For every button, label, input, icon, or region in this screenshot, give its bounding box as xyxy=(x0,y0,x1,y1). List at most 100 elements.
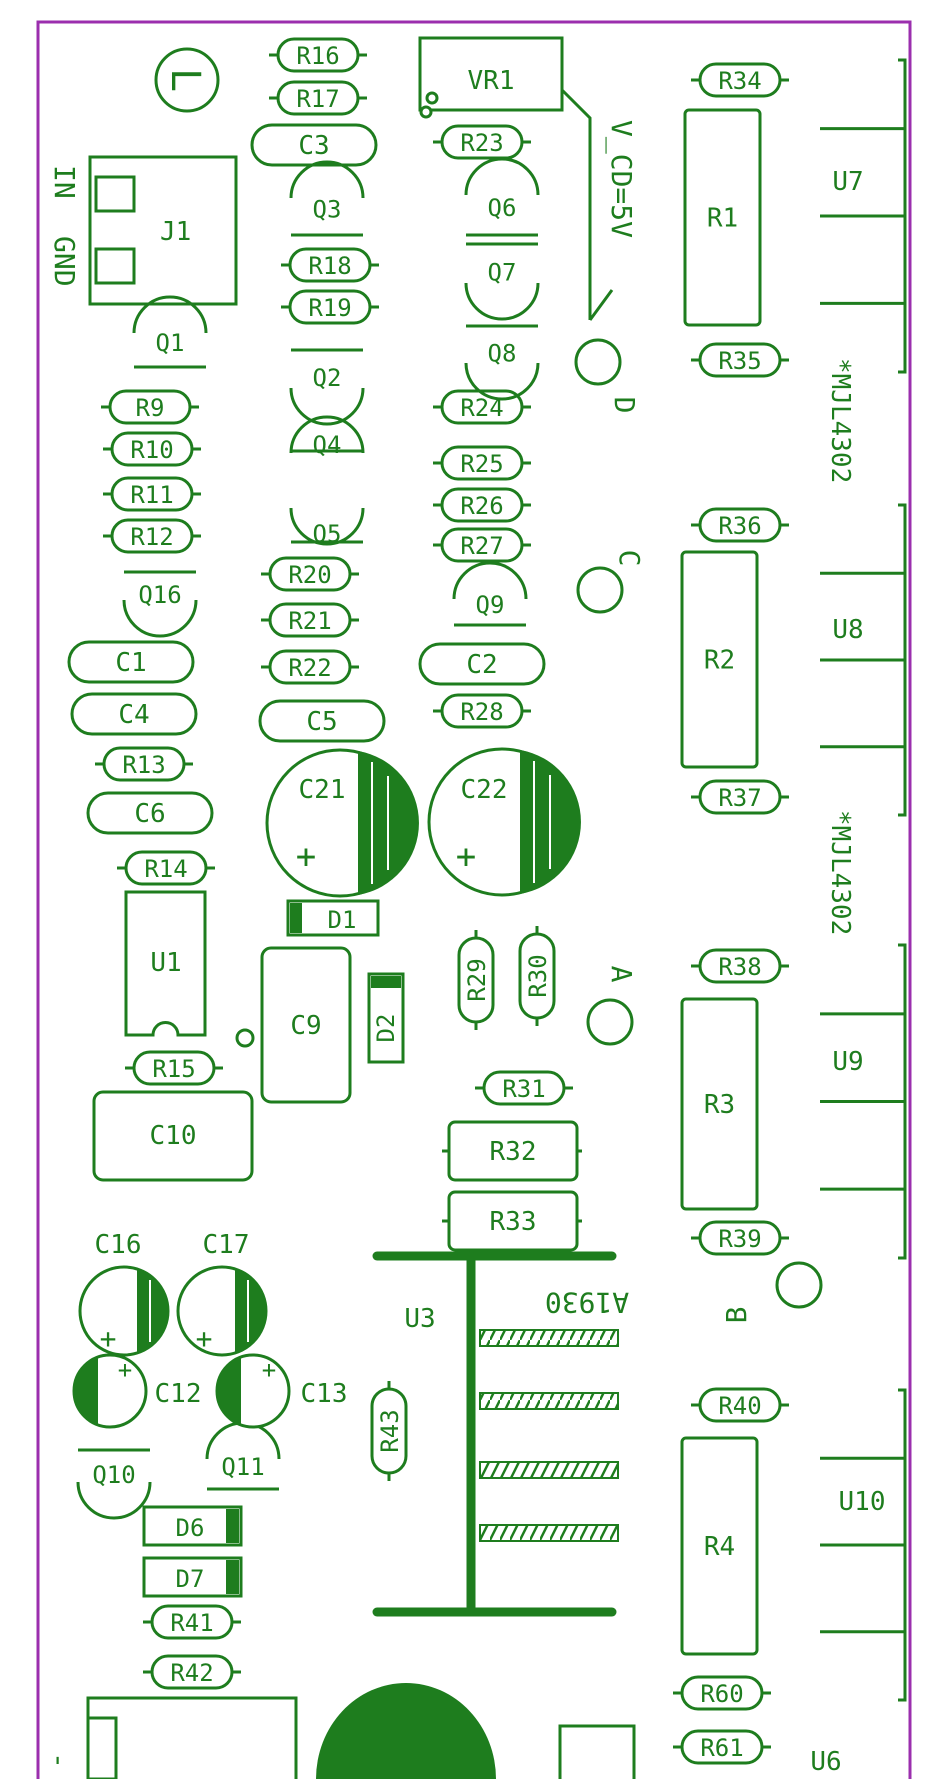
svg-text:C1: C1 xyxy=(115,648,146,678)
svg-text:R14: R14 xyxy=(144,855,187,883)
svg-text:U9: U9 xyxy=(832,1047,863,1077)
svg-text:R13: R13 xyxy=(122,751,165,779)
svg-text:+: + xyxy=(456,837,476,877)
resistor-r19: R19 xyxy=(281,289,379,325)
svg-text:R2: R2 xyxy=(704,646,735,676)
output-device-u9: U9 xyxy=(820,943,907,1260)
resistor-r32: R32 xyxy=(442,1120,582,1182)
svg-text:R22: R22 xyxy=(288,654,331,682)
ic-u1: U1 xyxy=(124,890,207,1037)
svg-text:U7: U7 xyxy=(832,167,863,197)
svg-text:R31: R31 xyxy=(502,1075,545,1103)
resistor-r61: R61 xyxy=(673,1729,771,1765)
output-device-u6: U6 xyxy=(810,1747,841,1777)
board-outline xyxy=(36,20,912,1779)
resistor-r33: R33 xyxy=(442,1190,582,1252)
svg-text:C21: C21 xyxy=(299,775,346,805)
svg-text:+: + xyxy=(118,1356,132,1384)
svg-text:+: + xyxy=(296,837,316,877)
test-point-b: B xyxy=(720,1261,823,1324)
resistor-r25: R25 xyxy=(433,445,531,481)
svg-text:C6: C6 xyxy=(134,799,165,829)
svg-text:R27: R27 xyxy=(460,532,503,560)
bottom-large-capacitor xyxy=(316,1683,496,1779)
svg-text:R28: R28 xyxy=(460,698,503,726)
resistor-r35: R35 xyxy=(691,342,789,378)
transistor-q1: Q1 xyxy=(132,295,208,369)
svg-text:D6: D6 xyxy=(176,1514,205,1542)
capacitor-c4: C4 xyxy=(70,692,198,736)
capacitor-c6: C6 xyxy=(86,791,214,835)
capacitor-c2: C2 xyxy=(418,642,546,686)
resistor-r12: R12 xyxy=(103,518,201,554)
resistor-r28: R28 xyxy=(433,693,531,729)
diode-d2: D2 xyxy=(367,972,405,1064)
svg-text:R60: R60 xyxy=(700,1680,743,1708)
svg-text:R42: R42 xyxy=(170,1659,213,1687)
test-point-a: A xyxy=(586,966,638,1046)
svg-text:C12: C12 xyxy=(155,1379,202,1409)
resistor-r39: R39 xyxy=(691,1220,789,1256)
svg-text:B: B xyxy=(720,1307,753,1324)
test-point-c: C xyxy=(576,550,646,614)
svg-text:C5: C5 xyxy=(306,707,337,737)
svg-text:VR1: VR1 xyxy=(468,66,515,96)
resistor-r29: R29 xyxy=(457,930,495,1030)
svg-text:C3: C3 xyxy=(298,131,329,161)
power-resistor-r4: R4 xyxy=(680,1436,759,1656)
svg-text:R43: R43 xyxy=(376,1409,404,1452)
svg-text:R38: R38 xyxy=(718,953,761,981)
output-device-u8: U8 xyxy=(820,503,907,817)
transistor-q5: Q5 xyxy=(289,507,365,548)
svg-text:-: - xyxy=(43,1752,76,1769)
resistor-r31: R31 xyxy=(475,1070,573,1106)
svg-text:R9: R9 xyxy=(136,394,165,422)
output-note-1: *MJL4302 xyxy=(825,358,855,483)
svg-text:R4: R4 xyxy=(704,1532,735,1562)
svg-text:R20: R20 xyxy=(288,561,331,589)
svg-text:Q4: Q4 xyxy=(313,431,342,459)
resistor-r36: R36 xyxy=(691,507,789,543)
svg-text:R16: R16 xyxy=(296,42,339,70)
bottom-rect-part xyxy=(558,1724,636,1779)
svg-text:D1: D1 xyxy=(328,906,357,934)
resistor-r43: R43 xyxy=(370,1381,408,1481)
transistor-q11: Q11 xyxy=(205,1421,281,1491)
svg-text:C10: C10 xyxy=(150,1121,197,1151)
resistor-r15: R15 xyxy=(125,1050,223,1086)
svg-text:C2: C2 xyxy=(466,650,497,680)
resistor-r11: R11 xyxy=(103,476,201,512)
svg-text:R41: R41 xyxy=(170,1609,213,1637)
svg-text:C16: C16 xyxy=(95,1230,142,1260)
capacitor-c9: C9 xyxy=(235,946,352,1104)
svg-text:C: C xyxy=(613,550,646,567)
resistor-r22: R22 xyxy=(261,649,359,685)
svg-text:J1: J1 xyxy=(160,217,191,247)
svg-text:Q11: Q11 xyxy=(221,1453,264,1481)
svg-text:Q3: Q3 xyxy=(313,196,342,224)
resistor-r40: R40 xyxy=(691,1387,789,1423)
svg-text:U6: U6 xyxy=(810,1747,841,1777)
resistor-r17: R17 xyxy=(269,80,367,116)
transistor-u3-heatsink: U3 A1930 xyxy=(372,1251,629,1617)
svg-text:C4: C4 xyxy=(118,700,149,730)
transistor-q10: Q10 xyxy=(76,1448,152,1520)
resistor-r37: R37 xyxy=(691,779,789,815)
svg-text:Q9: Q9 xyxy=(476,591,505,619)
transistor-q7: Q7 xyxy=(464,242,540,321)
svg-text:D: D xyxy=(608,397,641,414)
svg-text:R19: R19 xyxy=(308,294,351,322)
resistor-r14: R14 xyxy=(117,850,215,886)
svg-text:R30: R30 xyxy=(524,954,552,997)
resistor-r26: R26 xyxy=(433,487,531,523)
svg-text:D7: D7 xyxy=(176,1565,205,1593)
output-device-u7: U7 xyxy=(820,58,907,374)
power-resistor-r1: R1 xyxy=(683,108,762,327)
bottom-connector: - xyxy=(43,1696,298,1779)
svg-text:+: + xyxy=(196,1322,213,1355)
